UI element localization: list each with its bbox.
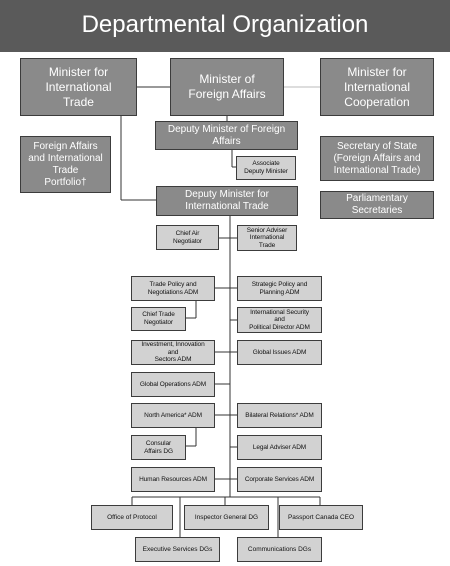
north-america-adm-box: North America* ADM: [131, 403, 215, 428]
associate-deputy-minister-box: Associate Deputy Minister: [236, 156, 296, 180]
box-label: Senior Adviser International Trade: [246, 226, 288, 249]
box-label: Associate Deputy Minister: [244, 160, 288, 175]
chief-air-negotiator-box: Chief Air Negotiator: [156, 225, 219, 250]
secretary-of-state-box: Secretary of State (Foreign Affairs and …: [320, 136, 434, 181]
box-label: Global Operations ADM: [139, 380, 207, 388]
minister-foreign-affairs-box: Minister of Foreign Affairs: [170, 58, 284, 116]
box-label: Office of Protocol: [107, 513, 157, 521]
human-resources-adm-box: Human Resources ADM: [131, 467, 215, 492]
parliamentary-secretaries-box: Parliamentary Secretaries: [320, 191, 434, 219]
executive-services-dgs-box: Executive Services DGs: [135, 537, 220, 562]
page-title: Departmental Organization: [81, 11, 369, 38]
box-label: Secretary of State (Foreign Affairs and …: [333, 140, 421, 176]
box-label: Minister for International Trade: [45, 64, 112, 109]
box-label: Corporate Services ADM: [244, 475, 315, 483]
corporate-services-adm-box: Corporate Services ADM: [237, 467, 322, 492]
box-label: Chief Trade Negotiator: [142, 311, 175, 326]
chief-trade-negotiator-box: Chief Trade Negotiator: [131, 307, 186, 331]
bilateral-relations-adm-box: Bilateral Relations* ADM: [237, 403, 322, 428]
communications-dgs-box: Communications DGs: [237, 537, 322, 562]
box-label: Minister of Foreign Affairs: [188, 72, 266, 101]
box-label: Foreign Affairs and International Trade …: [28, 140, 103, 188]
box-label: Communications DGs: [247, 545, 312, 553]
global-operations-adm-box: Global Operations ADM: [131, 372, 215, 397]
strategic-policy-adm-box: Strategic Policy and Planning ADM: [237, 276, 322, 301]
investment-innovation-adm-box: Investment, Innovation and Sectors ADM: [131, 340, 215, 365]
box-label: Investment, Innovation and Sectors ADM: [141, 341, 205, 364]
box-label: Human Resources ADM: [139, 475, 207, 483]
international-security-adm-box: International Security and Political Dir…: [237, 307, 322, 333]
box-label: Bilateral Relations* ADM: [245, 411, 314, 419]
box-label: Strategic Policy and Planning ADM: [251, 280, 308, 296]
deputy-minister-foreign-affairs-box: Deputy Minister of Foreign Affairs: [155, 121, 298, 150]
box-label: Executive Services DGs: [142, 545, 213, 553]
minister-international-cooperation-box: Minister for International Cooperation: [320, 58, 434, 116]
box-label: Parliamentary Secretaries: [346, 193, 408, 216]
box-label: Deputy Minister of Foreign Affairs: [167, 123, 286, 147]
passport-canada-ceo-box: Passport Canada CEO: [279, 505, 363, 530]
box-label: Global Issues ADM: [252, 348, 307, 356]
box-label: Passport Canada CEO: [287, 513, 355, 521]
office-of-protocol-box: Office of Protocol: [91, 505, 173, 530]
box-label: Legal Adviser ADM: [252, 443, 307, 451]
inspector-general-dg-box: Inspector General DG: [184, 505, 269, 530]
legal-adviser-adm-box: Legal Adviser ADM: [237, 435, 322, 460]
header-banner: Departmental Organization: [0, 0, 450, 52]
box-label: International Security and Political Dir…: [249, 308, 310, 331]
consular-affairs-dg-box: Consular Affairs DG: [131, 435, 186, 460]
box-label: Minister for International Cooperation: [343, 64, 411, 109]
box-label: Consular Affairs DG: [144, 439, 173, 455]
senior-adviser-international-trade-box: Senior Adviser International Trade: [237, 225, 297, 251]
box-label: Deputy Minister for International Trade: [185, 189, 269, 212]
portfolio-box: Foreign Affairs and International Trade …: [20, 136, 111, 193]
box-label: North America* ADM: [144, 411, 202, 419]
global-issues-adm-box: Global Issues ADM: [237, 340, 322, 365]
box-label: Inspector General DG: [194, 513, 259, 521]
deputy-minister-international-trade-box: Deputy Minister for International Trade: [156, 186, 298, 216]
box-label: Chief Air Negotiator: [173, 229, 202, 245]
box-label: Trade Policy and Negotiations ADM: [147, 280, 199, 296]
minister-international-trade-box: Minister for International Trade: [20, 58, 137, 116]
trade-policy-adm-box: Trade Policy and Negotiations ADM: [131, 276, 215, 301]
